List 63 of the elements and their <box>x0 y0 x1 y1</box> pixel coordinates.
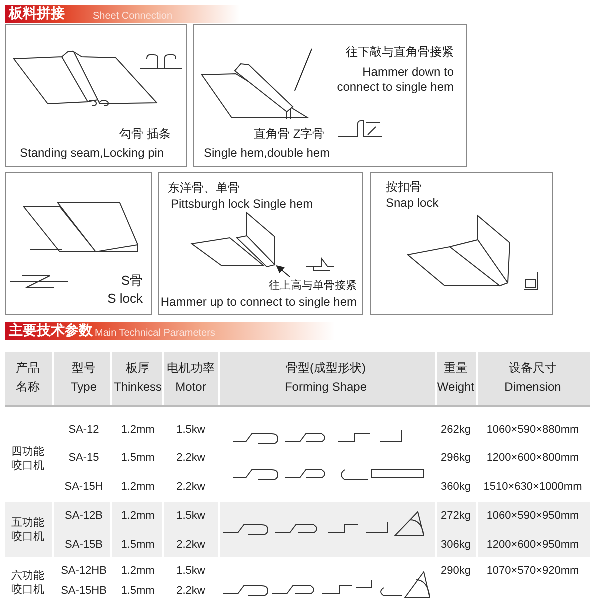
table-cell-text: 1510×630×1000mm <box>482 480 584 494</box>
table-cell-text: 306kg <box>440 538 472 552</box>
table-cell-text: SA-15 <box>68 451 100 465</box>
panel-caption: 勾骨 插条 <box>120 127 171 142</box>
table-cell-text: 262kg <box>440 423 472 437</box>
table-cell-text: 1.5mm <box>120 538 156 552</box>
panel-caption: 直角骨 Z字骨 <box>254 127 325 142</box>
table-cell-text: SA-15H <box>64 480 104 494</box>
leader-line <box>276 266 290 278</box>
panel-caption: 东洋骨、单骨 <box>168 181 240 196</box>
panel-subcaption: Snap lock <box>386 196 439 211</box>
table-cell-text: 四功能咬口机 <box>10 445 46 473</box>
column-header: 重量 Weight <box>436 360 476 396</box>
leader-line <box>294 48 312 92</box>
illustration-panel <box>193 24 467 167</box>
table-cell-text: SA-12HB <box>60 564 108 578</box>
column-header: 产品名称 <box>15 360 41 396</box>
table-cell-text: 1.2mm <box>120 480 156 494</box>
column-header: 板厚 Thinkess <box>112 360 164 396</box>
table-cell-text: 六功能咬口机 <box>10 569 46 597</box>
table-cell-text: 1200×600×800mm <box>486 451 580 465</box>
table-cell-text: 360kg <box>440 480 472 494</box>
table-cell-text: 1070×570×920mm <box>486 564 580 578</box>
table-cell-text: 2.2kw <box>176 480 206 494</box>
table-cell-text: SA-15B <box>64 538 104 552</box>
table-cell-text: 2.2kw <box>176 538 206 552</box>
table-cell-text: 1.5mm <box>120 584 156 598</box>
table-cell-text: 2.2kw <box>176 451 206 465</box>
column-header: 设备尺寸 Dimension <box>504 360 562 396</box>
table-cell-text: SA-12B <box>64 509 104 523</box>
table-cell-text: 272kg <box>440 509 472 523</box>
table-cell-text: 1.5mm <box>120 451 156 465</box>
section-subtitle: Sheet Connection <box>93 10 173 24</box>
table-cell-text: 1.5kw <box>176 423 206 437</box>
panel-subcaption: S lock <box>108 291 143 306</box>
table-cell-text: 1060×590×880mm <box>486 423 580 437</box>
table-cell-text: 1060×590×950mm <box>486 509 580 523</box>
panel-subcaption: Pittsburgh lock Single hem <box>171 197 314 212</box>
column-header: 骨型(成型形状) Forming Shape <box>284 360 368 396</box>
section-subtitle: Main Technical Parameters <box>95 327 216 341</box>
table-cell-text: 1.2mm <box>120 509 156 523</box>
table-cell-text: 1.5kw <box>176 564 206 578</box>
panel-subcaption: Standing seam,Locking pin <box>20 146 164 161</box>
annotation-text: 往下敲与直角骨接紧 <box>346 45 454 60</box>
illustration-panel <box>158 172 363 315</box>
table-cell-text: 1.2mm <box>120 564 156 578</box>
column-header: 电机功率 Motor <box>166 360 216 396</box>
table-cell-text: 五功能咬口机 <box>10 516 46 544</box>
panel-subcaption: Single hem,double hem <box>204 146 330 161</box>
table-cell-text: 290kg <box>440 564 472 578</box>
table-cell-text: 1.5kw <box>176 509 206 523</box>
table-cell-text: 1200×600×950mm <box>486 538 580 552</box>
annotation-text: Hammer down to connect to single hem <box>336 65 454 95</box>
annotation-text: Hammer up to connect to single hem <box>160 295 357 310</box>
table-cell-text: 2.2kw <box>176 584 206 598</box>
table-cell-text: 1.2mm <box>120 423 156 437</box>
panel-caption: 按扣骨 <box>386 180 422 195</box>
table-cell-text: SA-12 <box>68 423 100 437</box>
column-header: 型号 Type <box>70 360 98 396</box>
annotation-text: 往上高与单骨接紧 <box>269 279 357 294</box>
table-cell-text: SA-15HB <box>60 584 108 598</box>
panel-caption: S骨 <box>121 273 143 288</box>
table-cell-text: 296kg <box>440 451 472 465</box>
